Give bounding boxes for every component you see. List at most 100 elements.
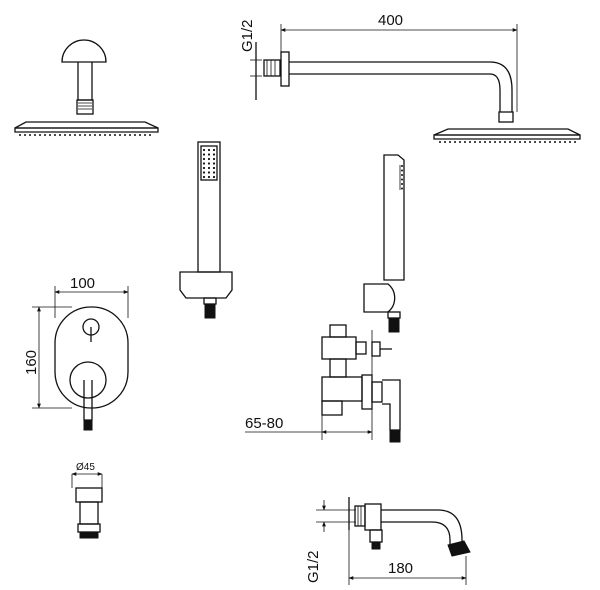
nozzle-dot [94,134,96,136]
spray-hole [212,175,216,179]
nozzle-dot [554,141,556,143]
mixer-valve-front-view: 100 160 [23,275,129,431]
arm-thread-label: G1/2 [239,19,256,52]
nozzle-dot [534,141,536,143]
rain-shower-plate-edge [14,127,159,133]
rain-plate-side [433,128,581,136]
diverter-knob-side [371,341,381,357]
nozzle-dot [509,141,511,143]
arm-pipe-bottom [289,73,501,112]
hose-outlet: Ø45 [71,462,103,539]
diverter-stem [355,341,367,355]
nozzle-dot [519,141,521,143]
outlet-thread [79,531,99,539]
mixer-lever [83,380,93,421]
shower-arm-stem [77,62,93,101]
lever-grip-side [389,429,401,443]
nozzle-dot [464,141,466,143]
valve-inlet [321,400,343,416]
outlet-diameter-label: Ø45 [76,462,95,473]
spray-grid [202,148,216,179]
spout-pipe-bottom [381,521,451,545]
shower-head-front-view [14,39,159,136]
shower-arm-side-view: G1/2 400 [239,12,581,143]
spray-hole [202,162,206,165]
nozzle-dot [64,134,66,136]
rain-shower-plate [14,121,159,129]
nozzle-dot [24,134,26,136]
spray-hole [207,153,211,156]
side-spray-hole [401,169,403,172]
nozzle-dot [99,134,101,136]
nozzle-dot [89,134,91,136]
side-spray-dots [401,165,403,190]
spray-hole [207,148,211,152]
side-spray-hole [401,178,403,181]
spout-length-label: 180 [388,560,413,577]
bath-spout: G1/2 180 [305,497,471,585]
nozzle-dot [549,141,551,143]
spray-hole [202,148,206,152]
nozzle-dot [119,134,121,136]
nozzle-dot [129,134,131,136]
nozzle-dot [59,134,61,136]
nozzle-dot [134,134,136,136]
side-spray-hole [401,183,403,185]
hand-shower-spray-face [200,145,218,181]
spout-thread-nut [354,505,366,527]
nozzle-dot [39,134,41,136]
nozzle-dot [439,141,441,143]
arm-length-label: 400 [378,12,403,29]
nozzle-dot [479,141,481,143]
mixer-lever-side [382,379,401,431]
spray-hole [212,171,216,174]
spout-thread-label: G1/2 [305,550,322,583]
valve-width-label: 100 [70,275,95,292]
mixer-valve-side-view: 65-80 [245,324,401,443]
spray-hole [202,171,206,174]
nozzle-dot [54,134,56,136]
nozzle-dot [114,134,116,136]
spray-hole [212,153,216,156]
hose-connector [203,297,217,305]
nozzle-dot [539,141,541,143]
rain-plate-side-edge [433,134,581,140]
spray-hole [202,175,206,179]
nozzle-dot [109,134,111,136]
spout-aerator [447,540,471,557]
nozzle-dot [44,134,46,136]
nozzle-dot [139,134,141,136]
side-spray-hole [401,165,403,167]
nozzle-dot [449,141,451,143]
arm-flange [280,51,290,87]
spout-body-base [364,503,382,531]
spray-hole [207,157,211,161]
nozzle-dot [444,141,446,143]
outlet-body [79,501,99,525]
spray-hole [207,162,211,165]
mixer-stem-side [371,381,383,403]
hand-shower-side-view [363,154,405,333]
side-spray-hole [401,174,403,176]
spout-nut-thread [357,506,362,526]
valve-connector [329,358,347,378]
nozzle-dot [469,141,471,143]
nozzle-dot [149,134,151,136]
spray-hole [212,166,216,170]
valve-lower-body [321,376,363,402]
nozzle-dot [459,141,461,143]
wall-depth-label: 65-80 [245,415,283,432]
nozzle-dot [69,134,71,136]
nozzle-dot [79,134,81,136]
wall-holder-side [363,283,396,313]
spray-hole [212,148,216,152]
spout-pipe-top [381,509,463,545]
spray-hole [202,157,206,161]
nozzle-dot [524,141,526,143]
valve-wall-plate [361,374,373,410]
side-spray-hole [401,187,403,190]
nozzle-dot [34,134,36,136]
nozzle-dot [559,141,561,143]
nozzle-dot [484,141,486,143]
